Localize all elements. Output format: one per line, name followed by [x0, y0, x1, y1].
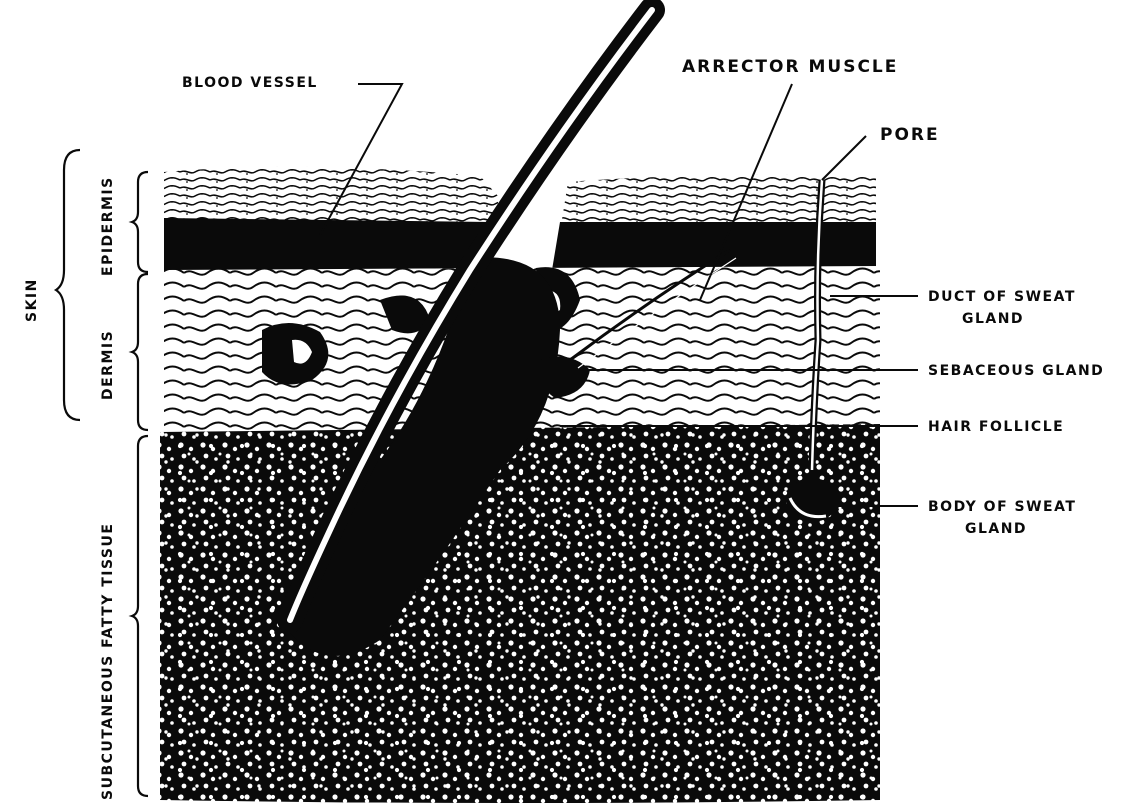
label-duct-of-sweat-gland-1: DUCT OF SWEAT — [928, 286, 1076, 308]
label-dermis: DERMIS — [100, 330, 116, 400]
label-body-of-sweat-gland-1: BODY OF SWEAT — [928, 496, 1076, 518]
label-arrector-muscle: ARRECTOR MUSCLE — [682, 56, 898, 78]
label-hair-follicle: HAIR FOLLICLE — [928, 416, 1064, 438]
label-duct-of-sweat-gland-2: GLAND — [928, 308, 1058, 330]
label-body-of-sweat-gland-2: GLAND — [928, 518, 1064, 540]
label-sebaceous-gland: SEBACEOUS GLAND — [928, 360, 1104, 382]
label-skin: SKIN — [24, 278, 40, 322]
label-subcutaneous-fatty-tissue: SUBCUTANEOUS FATTY TISSUE — [100, 523, 116, 800]
label-pore: PORE — [880, 124, 940, 146]
basal-layer — [164, 218, 490, 272]
label-blood-vessel: BLOOD VESSEL — [182, 72, 318, 94]
label-epidermis: EPIDERMIS — [100, 176, 116, 276]
